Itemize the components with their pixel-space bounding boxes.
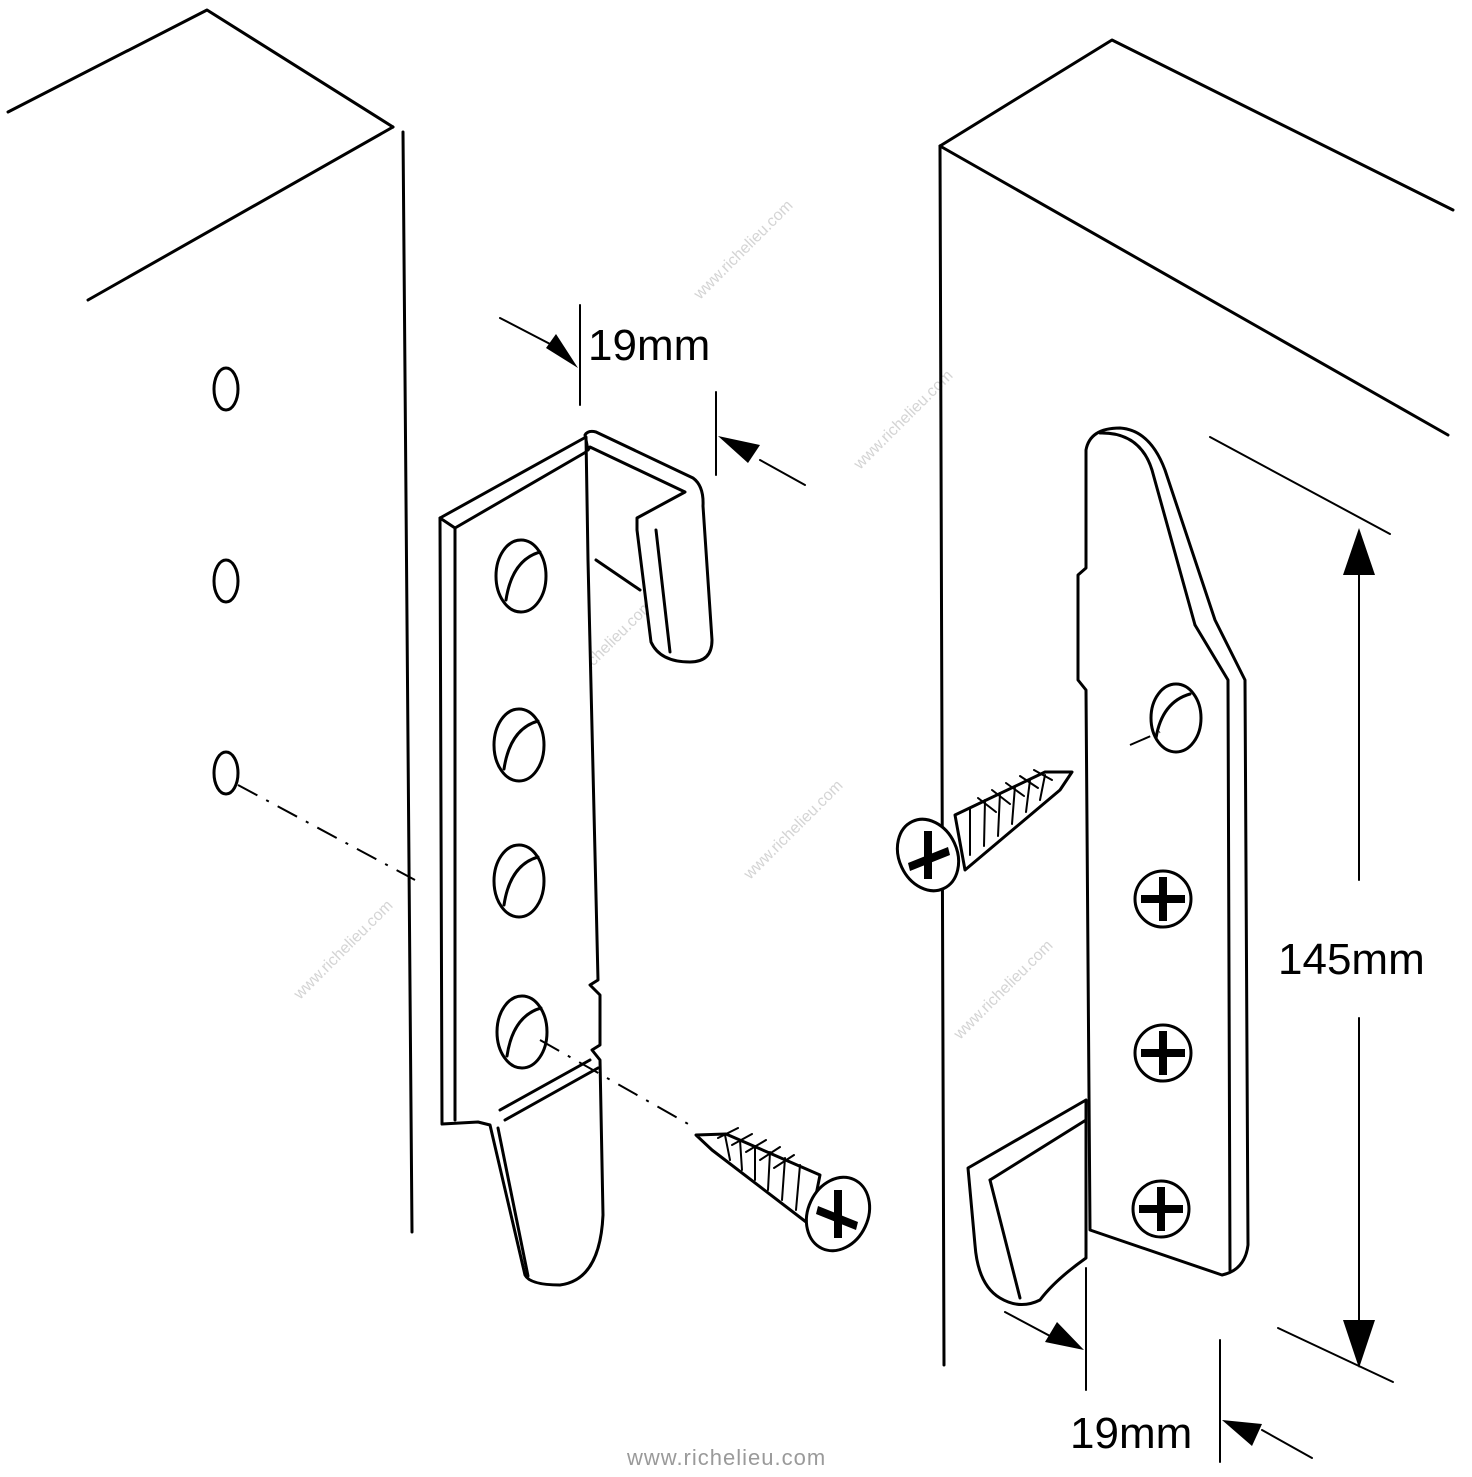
footer-url: www.richelieu.com <box>626 1445 826 1470</box>
dimension-arrow-icon <box>1045 1322 1084 1350</box>
bracket-hole <box>492 707 546 783</box>
watermark-text: www.richelieu.com <box>740 777 846 883</box>
dimension-label: 19mm <box>588 321 710 370</box>
watermark-text: www.richelieu.com <box>290 897 396 1003</box>
dimension-label: 145mm <box>1278 935 1425 984</box>
dimension-arrow-icon <box>718 436 760 463</box>
post-hole <box>212 558 240 604</box>
phillips-screw-icon <box>694 1127 872 1253</box>
phillips-screw-icon <box>1133 869 1193 929</box>
right-bracket <box>966 426 1250 1306</box>
bracket-hole <box>494 538 548 614</box>
dimension-arrow-icon <box>1343 1320 1375 1368</box>
watermark-text: www.richelieu.com <box>950 937 1056 1043</box>
phillips-screw-icon <box>1133 1023 1193 1083</box>
watermark-text: www.richelieu.com <box>690 197 796 303</box>
post-hole <box>212 366 240 412</box>
bracket-hole <box>1149 682 1203 754</box>
dimension-arrow-icon <box>1343 528 1375 575</box>
bracket-hole <box>492 843 546 919</box>
dimension-arrow-icon <box>546 334 578 368</box>
dimension-left-top: 19mm <box>499 304 806 486</box>
left-bracket <box>438 429 714 1287</box>
post-hole <box>212 750 240 796</box>
phillips-screw-icon <box>1131 1179 1191 1239</box>
right-post <box>938 38 1455 1367</box>
bracket-hole <box>495 994 549 1070</box>
dimension-right-bottom: 19mm <box>1004 1267 1313 1463</box>
left-post <box>6 8 416 1234</box>
dimension-arrow-icon <box>1222 1420 1262 1446</box>
phillips-screw-icon <box>895 769 1074 893</box>
dimension-label: 19mm <box>1070 1409 1192 1458</box>
dimension-right-length: 145mm <box>1209 436 1425 1383</box>
